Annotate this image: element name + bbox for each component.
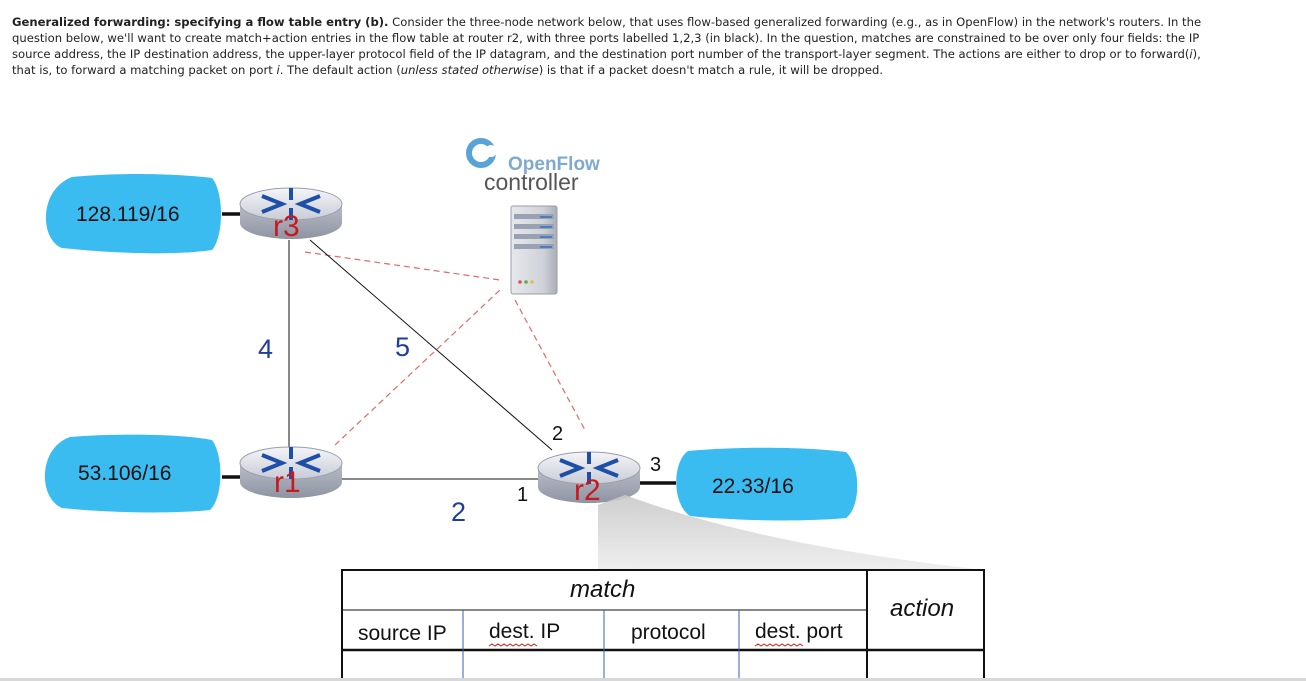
access-links xyxy=(222,212,676,485)
controller-label: controller xyxy=(484,169,579,195)
port-2-label: 2 xyxy=(552,423,563,445)
cloud-label-53-106: 53.106/16 xyxy=(78,462,171,485)
flow-table-match-header: match xyxy=(570,576,635,603)
cloud-label-128-119: 128.119/16 xyxy=(76,203,180,226)
link-r3-r2 xyxy=(309,239,553,451)
flow-table-col-source-ip: source IP xyxy=(358,622,447,645)
router-r3-icon xyxy=(239,187,343,239)
question-body-i3: unless stated otherwise xyxy=(400,63,539,77)
cloud-53-106 xyxy=(44,434,221,513)
router-r2-label: r2 xyxy=(574,474,601,507)
question-body-2: ), that is, to forward a matching packet… xyxy=(12,47,1201,77)
router-r2-icon xyxy=(537,451,641,503)
cloud-128-119 xyxy=(45,174,221,254)
control-link-r1 xyxy=(334,289,501,446)
controller-server-icon xyxy=(510,205,558,295)
flow-table-col-protocol: protocol xyxy=(631,621,706,644)
question-text: Generalized forwarding: specifying a flo… xyxy=(12,14,1212,78)
question-body-4: ) is that if a packet doesn't match a ru… xyxy=(538,63,884,77)
question-body-i2: i xyxy=(276,63,280,77)
spellcheck-underline-dest-port xyxy=(754,643,804,647)
question-title: Generalized forwarding: specifying a flo… xyxy=(12,15,389,29)
question-body-3: . The default action ( xyxy=(279,63,401,77)
control-link-r2 xyxy=(514,299,586,431)
router-r3-label: r3 xyxy=(273,210,300,243)
link-cost-r3-r2: 5 xyxy=(395,332,410,362)
flow-table xyxy=(341,569,985,681)
data-links xyxy=(288,239,553,480)
control-links xyxy=(304,251,586,446)
flow-table-callout xyxy=(598,495,984,572)
link-cost-r1-r2: 2 xyxy=(451,497,466,527)
question-body-i1: i xyxy=(1189,47,1193,61)
port-3-label: 3 xyxy=(650,454,661,476)
router-r1-label: r1 xyxy=(274,466,301,499)
port-1-label: 1 xyxy=(517,484,528,506)
router-r1-icon xyxy=(239,446,343,498)
cloud-22-33 xyxy=(676,447,858,521)
openflow-logo-icon xyxy=(466,138,497,168)
link-cost-r1-r3: 4 xyxy=(258,334,273,364)
flow-table-col-dest-ip: dest. IP xyxy=(489,620,560,643)
control-link-r3 xyxy=(304,251,501,281)
flow-table-col-dest-port: dest. port xyxy=(755,620,843,643)
flow-table-action-header: action xyxy=(890,595,954,622)
question-body-1: Consider the three-node network below, t… xyxy=(12,15,1202,61)
openflow-logo-text: OpenFlow xyxy=(508,154,600,175)
spellcheck-underline-dest-ip xyxy=(488,643,538,647)
bottom-divider xyxy=(0,678,1306,681)
cloud-label-22-33: 22.33/16 xyxy=(712,475,794,498)
